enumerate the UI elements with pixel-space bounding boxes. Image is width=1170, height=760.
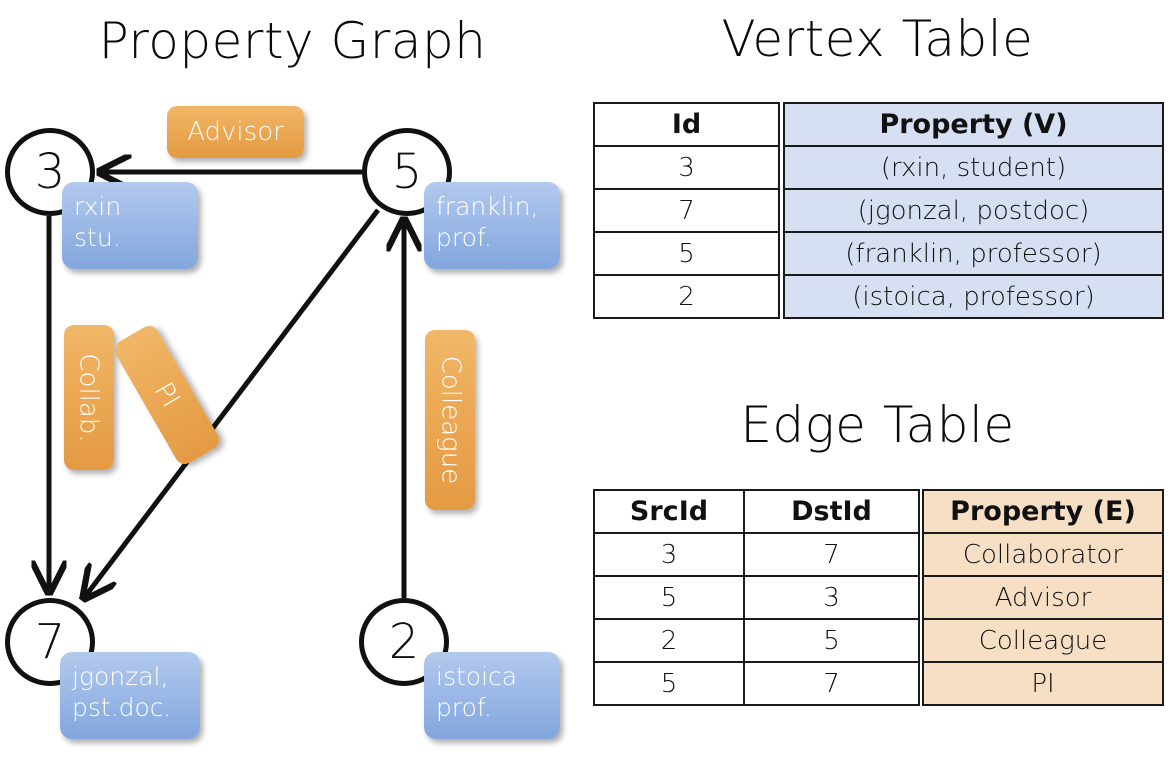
table-header-row: SrcId	[593, 489, 745, 534]
edge-property-cell: Collaborator	[922, 532, 1164, 577]
vertex-id-cell: 3	[593, 145, 780, 190]
table-row: Advisor	[922, 575, 1164, 620]
graph-node-5[interactable]: 5	[362, 128, 452, 216]
graph-edges-svg	[0, 90, 585, 760]
page-title-property-graph: Property Graph	[98, 12, 487, 70]
edge-dstid-cell: 7	[743, 532, 920, 577]
table-row: 7	[743, 532, 920, 577]
graph-node-3[interactable]: 3	[5, 128, 95, 216]
edge-callout-colleague-label: Colleague	[435, 355, 466, 485]
table-row: 2	[593, 618, 745, 663]
table-row: 7	[743, 661, 920, 706]
edge-callout-advisor: Advisor	[167, 106, 304, 158]
edge-5-to-7	[84, 208, 380, 598]
table-header-row: Id	[593, 102, 780, 147]
table-row: 5	[743, 618, 920, 663]
vertex-table-header-property: Property (V)	[783, 102, 1164, 147]
vertex-property-cell: (franklin, professor)	[783, 231, 1164, 276]
table-row: (franklin, professor)	[783, 231, 1164, 276]
edge-table-dstid-column: DstId 7 3 5 7	[743, 489, 920, 706]
table-row: 2	[593, 274, 780, 319]
table-header-row: Property (E)	[922, 489, 1164, 534]
edge-property-cell: Colleague	[922, 618, 1164, 663]
page-title-vertex-table: Vertex Table	[721, 10, 1034, 68]
vertex-callout-7: jgonzal, pst.doc.	[60, 652, 200, 739]
table-row: (istoica, professor)	[783, 274, 1164, 319]
edge-srcid-cell: 5	[593, 661, 745, 706]
table-row: 5	[593, 661, 745, 706]
table-row: Collaborator	[922, 532, 1164, 577]
page-title-edge-table: Edge Table	[740, 396, 1015, 454]
table-header-row: DstId	[743, 489, 920, 534]
table-row: 7	[593, 188, 780, 233]
table-row: (jgonzal, postdoc)	[783, 188, 1164, 233]
vertex-id-cell: 5	[593, 231, 780, 276]
table-row: 3	[593, 145, 780, 190]
edge-dstid-cell: 5	[743, 618, 920, 663]
edge-table-property-column: Property (E) Collaborator Advisor Collea…	[922, 489, 1164, 706]
edge-table-header-srcid: SrcId	[593, 489, 745, 534]
edge-table-header-property: Property (E)	[922, 489, 1164, 534]
table-row: (rxin, student)	[783, 145, 1164, 190]
vertex-id-cell: 7	[593, 188, 780, 233]
edge-property-cell: PI	[922, 661, 1164, 706]
table-row: 5	[593, 575, 745, 620]
edge-srcid-cell: 5	[593, 575, 745, 620]
vertex-callout-5: franklin, prof.	[424, 182, 560, 269]
edge-callout-collab: Collab.	[64, 325, 114, 470]
edge-table-srcid-column: SrcId 3 5 2 5	[593, 489, 745, 706]
table-row: PI	[922, 661, 1164, 706]
table-row: Colleague	[922, 618, 1164, 663]
edge-dstid-cell: 7	[743, 661, 920, 706]
edge-callout-collab-label: Collab.	[74, 352, 104, 443]
edge-srcid-cell: 2	[593, 618, 745, 663]
vertex-table-id-column: Id 3 7 5 2	[593, 102, 780, 319]
edge-srcid-cell: 3	[593, 532, 745, 577]
edge-table-header-dstid: DstId	[743, 489, 920, 534]
edge-dstid-cell: 3	[743, 575, 920, 620]
table-row: 3	[593, 532, 745, 577]
vertex-table-property-column: Property (V) (rxin, student) (jgonzal, p…	[783, 102, 1164, 319]
edge-callout-colleague: Colleague	[425, 330, 475, 510]
vertex-table-header-id: Id	[593, 102, 780, 147]
table-row: 5	[593, 231, 780, 276]
property-graph-diagram: 3 5 7 2 rxin stu. franklin, prof. jgonza…	[0, 90, 585, 760]
vertex-property-cell: (istoica, professor)	[783, 274, 1164, 319]
vertex-callout-2: istoica prof.	[424, 652, 560, 739]
vertex-id-cell: 2	[593, 274, 780, 319]
edge-callout-pi-label: PI	[148, 377, 186, 413]
vertex-callout-3: rxin stu.	[62, 182, 198, 269]
table-row: 3	[743, 575, 920, 620]
vertex-property-cell: (rxin, student)	[783, 145, 1164, 190]
vertex-property-cell: (jgonzal, postdoc)	[783, 188, 1164, 233]
edge-property-cell: Advisor	[922, 575, 1164, 620]
table-header-row: Property (V)	[783, 102, 1164, 147]
